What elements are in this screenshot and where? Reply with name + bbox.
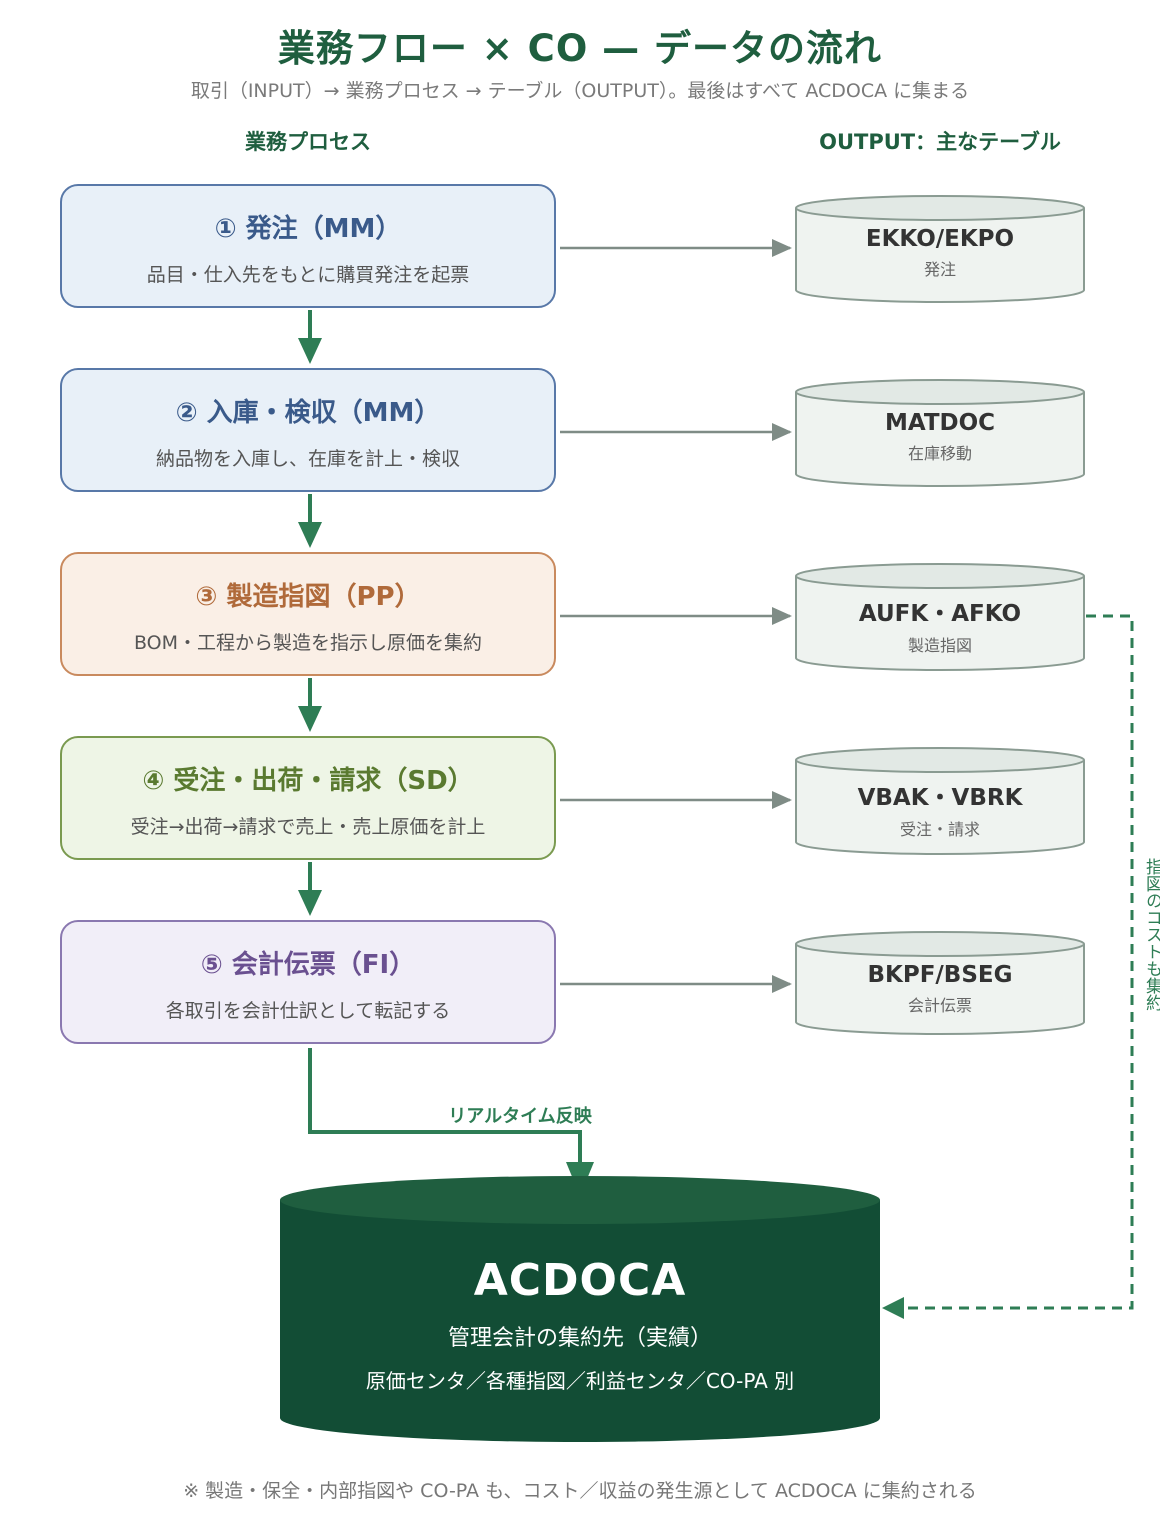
process-title: ③ 製造指図（PP） (195, 582, 421, 612)
table-label-bkpf: BKPF/BSEG 会計伝票 (796, 962, 1084, 1016)
table-name: MATDOC (884, 410, 996, 436)
process-box-production-order: ③ 製造指図（PP） BOM・工程から製造を指示し原価を集約 (60, 552, 556, 676)
table-sub: 会計伝票 (907, 996, 972, 1015)
table-sub: 発注 (923, 260, 956, 279)
column-header-output: OUTPUT：主なテーブル (819, 130, 1061, 154)
process-title: ② 入庫・検収（MM） (175, 398, 441, 428)
process-desc: 受注→出荷→請求で売上・売上原価を計上 (130, 816, 486, 838)
cylinder-ekko (795, 195, 1085, 303)
process-desc: 納品物を入庫し、在庫を計上・検収 (155, 448, 460, 470)
table-name: AUFK・AFKO (858, 601, 1022, 627)
process-box-goods-receipt: ② 入庫・検収（MM） 納品物を入庫し、在庫を計上・検収 (60, 368, 556, 492)
process-box-purchase-order: ① 発注（MM） 品目・仕入先をもとに購買発注を起票 (60, 184, 556, 308)
table-cylinders (795, 195, 1085, 1035)
output-connectors (560, 239, 792, 993)
process-box-sales: ④ 受注・出荷・請求（SD） 受注→出荷→請求で売上・売上原価を計上 (60, 736, 556, 860)
page-title: 業務フロー × CO — データの流れ (277, 27, 883, 70)
table-name: VBAK・VBRK (857, 785, 1023, 811)
order-cost-dashed-arrow (882, 614, 1134, 1319)
process-desc: 品目・仕入先をもとに購買発注を起票 (146, 264, 470, 286)
process-title: ④ 受注・出荷・請求（SD） (142, 766, 474, 796)
table-label-matdoc: MATDOC 在庫移動 (796, 410, 1084, 464)
acdoca-dimensions: 原価センタ／各種指図／利益センタ／CO-PA 別 (365, 1369, 795, 1393)
table-label-ekko: EKKO/EKPO 発注 (796, 226, 1084, 280)
realtime-label: リアルタイム反映 (448, 1106, 592, 1127)
cylinder-aufk (795, 563, 1085, 671)
order-cost-label: 指図のコストも集約 (1142, 858, 1160, 1011)
page-subtitle: 取引（INPUT）→ 業務プロセス → テーブル（OUTPUT）。最後はすべて … (190, 80, 970, 102)
process-box-accounting-doc: ⑤ 会計伝票（FI） 各取引を会計仕訳として転記する (60, 920, 556, 1044)
table-sub: 在庫移動 (907, 444, 972, 463)
process-title: ① 発注（MM） (214, 214, 402, 244)
process-desc: 各取引を会計仕訳として転記する (165, 1000, 451, 1022)
acdoca-cylinder (280, 1176, 880, 1442)
process-title: ⑤ 会計伝票（FI） (200, 950, 416, 980)
cylinder-vbak (795, 747, 1085, 855)
cylinder-bkpf (795, 931, 1085, 1035)
table-label-aufk: AUFK・AFKO 製造指図 (796, 594, 1084, 656)
table-label-vbak: VBAK・VBRK 受注・請求 (796, 778, 1084, 840)
table-name: BKPF/BSEG (867, 962, 1013, 988)
process-flow-arrows (298, 310, 322, 916)
column-header-process: 業務プロセス (245, 130, 371, 154)
cylinder-matdoc (795, 379, 1085, 487)
acdoca-title: ACDOCA (473, 1255, 687, 1306)
table-name: EKKO/EKPO (865, 226, 1015, 252)
process-desc: BOM・工程から製造を指示し原価を集約 (133, 632, 483, 654)
table-sub: 受注・請求 (899, 820, 980, 839)
footnote: ※ 製造・保全・内部指図や CO-PA も、コスト／収益の発生源として ACDO… (183, 1480, 977, 1502)
acdoca-subtitle: 管理会計の集約先（実績） (447, 1326, 712, 1351)
table-sub: 製造指図 (907, 636, 972, 655)
